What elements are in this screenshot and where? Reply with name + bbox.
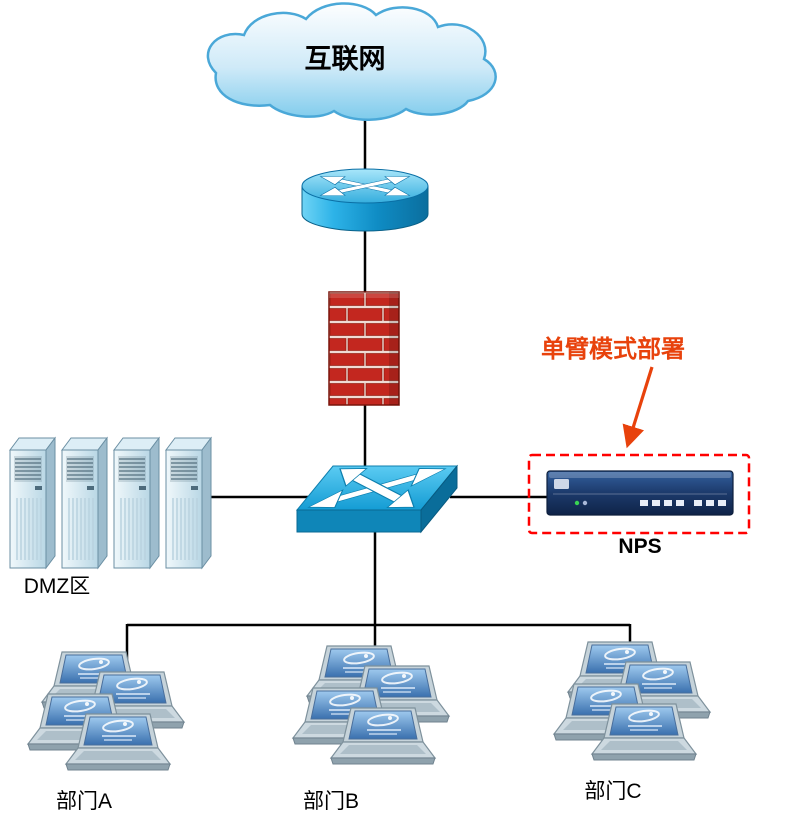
- server-tower-icon: [9, 437, 56, 569]
- dmz-server-group: [9, 437, 212, 569]
- nps-label: NPS: [618, 535, 661, 558]
- annotation-label: 单臂模式部署: [541, 335, 685, 363]
- nps-appliance-icon: [546, 470, 734, 516]
- dept-b-laptop-group: [293, 646, 449, 764]
- switch-icon: [295, 459, 459, 534]
- server-tower-icon: [165, 437, 212, 569]
- dept-a-label: 部门A: [56, 790, 112, 813]
- internet-cloud-icon: [206, 2, 497, 121]
- dept-c-label: 部门C: [584, 780, 641, 803]
- server-tower-icon: [113, 437, 160, 569]
- dept-b-label: 部门B: [303, 790, 359, 813]
- internet-label: 互联网: [305, 44, 386, 74]
- server-tower-icon: [61, 437, 108, 569]
- annotation-arrow-icon: [622, 366, 654, 449]
- dept-c-laptop-group: [554, 642, 710, 760]
- dmz-label: DMZ区: [24, 575, 91, 598]
- dept-a-laptop-group: [28, 652, 184, 770]
- router-icon: [301, 168, 429, 232]
- firewall-icon: [328, 291, 400, 406]
- nps-highlight-box: [527, 453, 751, 535]
